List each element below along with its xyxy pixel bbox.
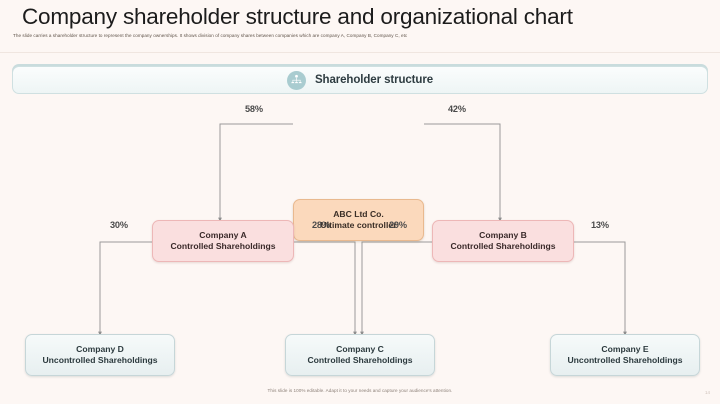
footer-note: This slide is 100% editable. Adapt it to…: [267, 388, 453, 393]
edge-label-company-b-to-company-c: 29%: [389, 220, 407, 230]
edge-label-company-a-to-company-d: 30%: [110, 220, 128, 230]
node-title: ABC Ltd Co.: [333, 209, 384, 220]
node-title: Company B: [479, 230, 527, 241]
node-company-b[interactable]: Company B Controlled Shareholdings: [432, 220, 574, 262]
page-title: Company shareholder structure and organi…: [22, 4, 573, 29]
title-band: Company shareholder structure and organi…: [0, 0, 720, 30]
node-company-d[interactable]: Company D Uncontrolled Shareholdings: [25, 334, 175, 376]
node-subtitle: Uncontrolled Shareholdings: [42, 355, 158, 365]
edge-label-company-b-to-company-e: 13%: [591, 220, 609, 230]
node-subtitle: Controlled Shareholdings: [307, 355, 413, 365]
node-company-e[interactable]: Company E Uncontrolled Shareholdings: [550, 334, 700, 376]
section-banner-label: Shareholder structure: [314, 74, 434, 86]
org-chart: ABC Ltd Co. Ultimate controller Company …: [0, 92, 720, 384]
slide-subtitle: The slide carries a shareholder structur…: [13, 33, 408, 38]
node-title: Company D: [76, 344, 124, 355]
title-divider: [0, 52, 720, 53]
node-subtitle: Controlled Shareholdings: [170, 241, 276, 251]
node-subtitle: Ultimate controller: [320, 220, 397, 230]
organization-people-icon: [286, 70, 306, 90]
edge-label-root-to-company-b: 42%: [448, 104, 466, 114]
node-title: Company E: [601, 344, 649, 355]
connector-lines: [98, 123, 627, 336]
node-root-abc-ltd[interactable]: ABC Ltd Co. Ultimate controller: [293, 199, 424, 241]
node-company-a[interactable]: Company A Controlled Shareholdings: [152, 220, 294, 262]
node-title: Company A: [199, 230, 247, 241]
node-subtitle: Uncontrolled Shareholdings: [567, 355, 683, 365]
node-company-c[interactable]: Company C Controlled Shareholdings: [285, 334, 435, 376]
edge-label-company-a-to-company-c: 28%: [312, 220, 330, 230]
node-title: Company C: [336, 344, 384, 355]
node-subtitle: Controlled Shareholdings: [450, 241, 556, 251]
edge-label-root-to-company-a: 58%: [245, 104, 263, 114]
page-number: 14: [704, 390, 710, 395]
section-banner[interactable]: Shareholder structure: [12, 66, 708, 94]
